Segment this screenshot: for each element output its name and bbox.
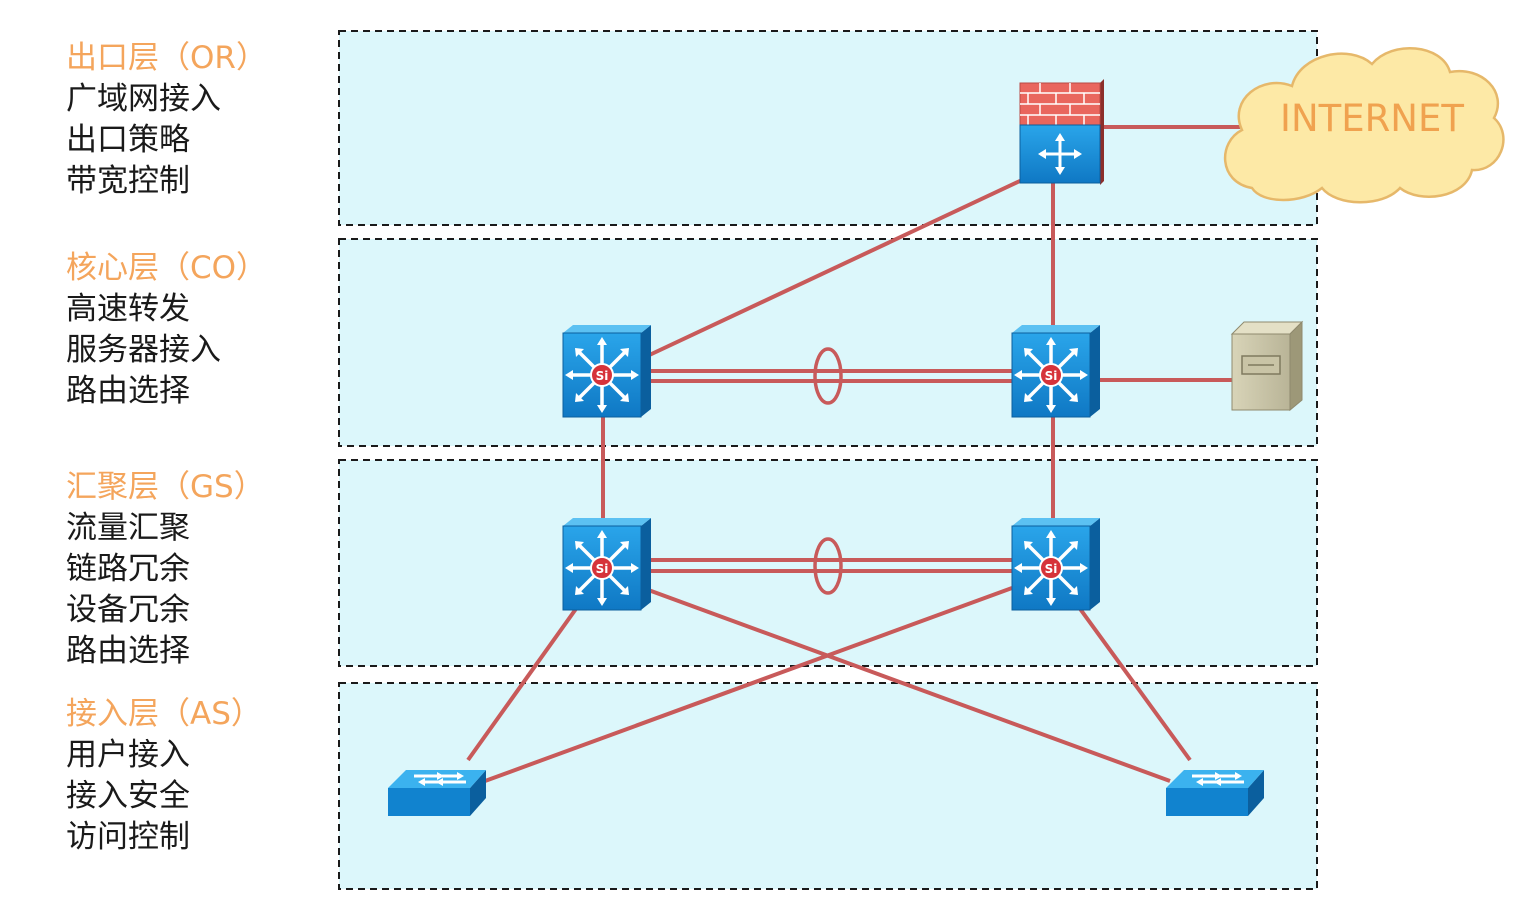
layer-func: 路由选择 bbox=[66, 373, 190, 409]
link-agg-left-access-left bbox=[466, 604, 580, 762]
layer-func: 路由选择 bbox=[66, 633, 190, 669]
layer-label-gs: 汇聚层（GS） 流量汇聚 链路冗余 设备冗余 路由选择 bbox=[66, 467, 265, 672]
core-switch-right-icon: Si bbox=[1010, 323, 1102, 419]
link-agg-right-access-right bbox=[1076, 604, 1192, 762]
layer-label-as: 接入层（AS） 用户接入 接入安全 访问控制 bbox=[66, 694, 262, 858]
internet-label: INTERNET bbox=[1280, 97, 1464, 140]
layer-func: 用户接入 bbox=[66, 737, 190, 773]
internet-cloud: INTERNET bbox=[1223, 47, 1505, 204]
core-switch-left-icon: Si bbox=[561, 323, 653, 419]
links bbox=[466, 125, 1240, 783]
layer-func: 出口策略 bbox=[66, 122, 190, 158]
zone-gs bbox=[338, 459, 1318, 667]
layer-label-co: 核心层（CO） 高速转发 服务器接入 路由选择 bbox=[66, 248, 267, 412]
layer-func: 流量汇聚 bbox=[66, 510, 190, 546]
access-switch-right-icon bbox=[1164, 768, 1266, 818]
layer-func: 带宽控制 bbox=[66, 163, 190, 199]
layer-func: 服务器接入 bbox=[66, 332, 221, 368]
aggregation-switch-left-icon: Si bbox=[561, 516, 653, 612]
si-badge: Si bbox=[1045, 369, 1058, 383]
layer-title-co: 核心层（CO） bbox=[66, 250, 268, 286]
si-badge: Si bbox=[596, 562, 609, 576]
layer-func: 接入安全 bbox=[66, 778, 190, 814]
aggregation-switch-right-icon: Si bbox=[1010, 516, 1102, 612]
zone-co bbox=[338, 238, 1318, 447]
zone-as bbox=[338, 682, 1318, 890]
si-badge: Si bbox=[1045, 562, 1058, 576]
etherchannel-aggregation bbox=[813, 537, 843, 595]
access-switch-left-icon bbox=[386, 768, 488, 818]
etherchannel-core bbox=[813, 347, 843, 405]
layer-func: 广域网接入 bbox=[66, 81, 221, 117]
layer-title-gs: 汇聚层（GS） bbox=[66, 469, 265, 505]
server-icon bbox=[1230, 320, 1304, 412]
layer-func: 设备冗余 bbox=[66, 592, 190, 628]
link-agg-right-access-left bbox=[484, 586, 1013, 783]
link-agg-left-access-right bbox=[642, 586, 1171, 783]
layer-func: 高速转发 bbox=[66, 291, 190, 327]
layer-title-as: 接入层（AS） bbox=[66, 696, 262, 732]
firewall-icon bbox=[1019, 79, 1104, 185]
layer-func: 链路冗余 bbox=[66, 551, 190, 587]
link-firewall-core-left bbox=[642, 178, 1023, 360]
layer-func: 访问控制 bbox=[66, 819, 190, 855]
layer-label-or: 出口层（OR） 广域网接入 出口策略 带宽控制 bbox=[66, 38, 267, 202]
si-badge: Si bbox=[596, 369, 609, 383]
layer-title-or: 出口层（OR） bbox=[66, 40, 267, 76]
